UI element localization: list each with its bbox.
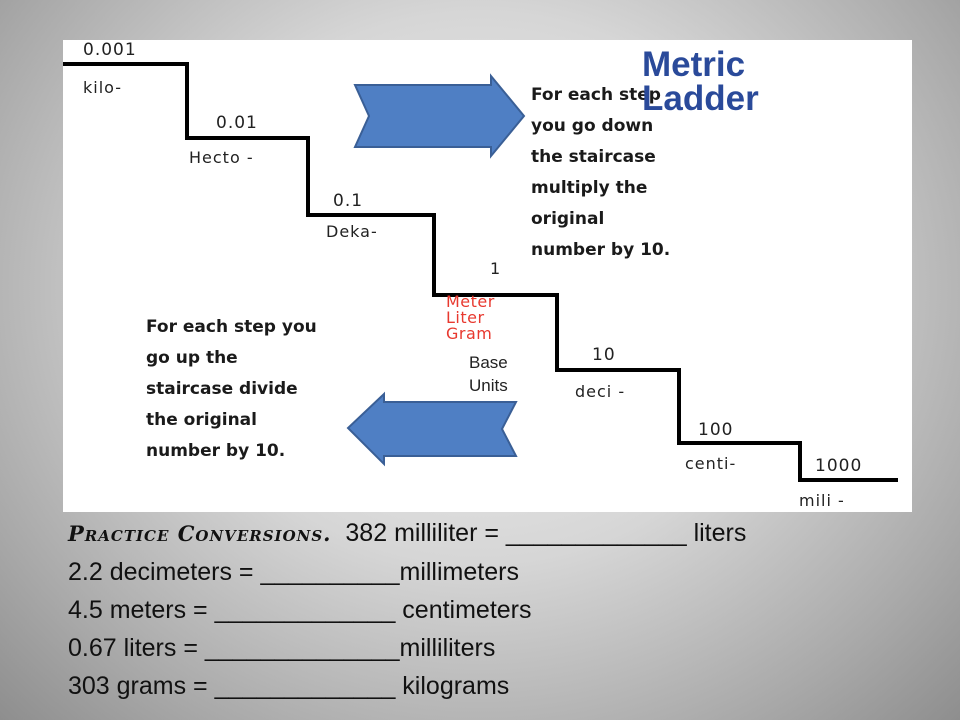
base-word-gram: Gram — [446, 324, 493, 343]
step-prefix-deci: deci - — [575, 382, 626, 401]
up-note-line: go up the — [146, 348, 238, 368]
up-note-line: For each step you — [146, 317, 317, 337]
down-note-line: the staircase — [531, 147, 656, 167]
practice-line-4: 0.67 liters = ______________milliliters — [68, 634, 496, 662]
practice-line-2: 2.2 decimeters = __________millimeters — [68, 558, 519, 586]
practice-conversions: Practice Conversions. 382 milliliter = _… — [68, 514, 948, 705]
step-number-mili: 1000 — [815, 456, 863, 476]
step-number-base: 1 — [490, 259, 502, 278]
practice-line-3: 4.5 meters = _____________ centimeters — [68, 596, 532, 624]
down-note-line: number by 10. — [531, 240, 671, 260]
metric-ladder-panel: 0.001 kilo- 0.01 Hecto - 0.1 Deka- 1 Met… — [63, 40, 912, 512]
down-note-line: For each step — [531, 85, 661, 105]
practice-line-1: 382 milliliter = _____________ liters — [345, 519, 747, 547]
step-prefix-deka: Deka- — [326, 222, 378, 241]
up-note-line: the original — [146, 410, 257, 430]
practice-line-5: 303 grams = _____________ kilograms — [68, 672, 510, 700]
arrow-left-icon — [346, 391, 518, 467]
base-units-line-1: Base — [469, 353, 508, 372]
step-prefix-kilo: kilo- — [83, 78, 123, 97]
down-note-line: multiply the — [531, 178, 648, 198]
title-line-2: Ladder — [642, 79, 759, 118]
step-prefix-centi: centi- — [685, 454, 737, 473]
down-staircase-note: For each step you go down the staircase … — [531, 80, 670, 266]
up-note-line: staircase divide — [146, 379, 298, 399]
arrow-right-icon — [353, 73, 526, 159]
up-note-line: number by 10. — [146, 441, 286, 461]
base-units-label: Base Units — [469, 351, 508, 397]
staircase-line — [63, 62, 898, 482]
step-number-kilo: 0.001 — [83, 40, 137, 60]
step-number-deka: 0.1 — [333, 191, 364, 211]
practice-row-1: Practice Conversions. 382 milliliter = _… — [68, 514, 948, 553]
step-number-centi: 100 — [698, 420, 734, 440]
title-line-1: Metric — [642, 45, 746, 84]
ladder-graphic — [63, 62, 898, 482]
base-units-line-2: Units — [469, 376, 508, 395]
base-word-liter: Liter — [446, 308, 485, 327]
down-note-line: you go down — [531, 116, 654, 136]
step-prefix-hecto: Hecto - — [189, 148, 254, 167]
metric-ladder-title: Metric Ladder — [642, 45, 852, 118]
up-staircase-note: For each step you go up the staircase di… — [146, 312, 317, 467]
base-word-meter: Meter — [446, 292, 495, 311]
down-note-line: original — [531, 209, 605, 229]
step-number-hecto: 0.01 — [216, 113, 258, 133]
step-prefix-mili: mili - — [799, 491, 845, 510]
step-number-deci: 10 — [592, 345, 616, 365]
practice-heading: Practice Conversions. — [68, 521, 332, 546]
